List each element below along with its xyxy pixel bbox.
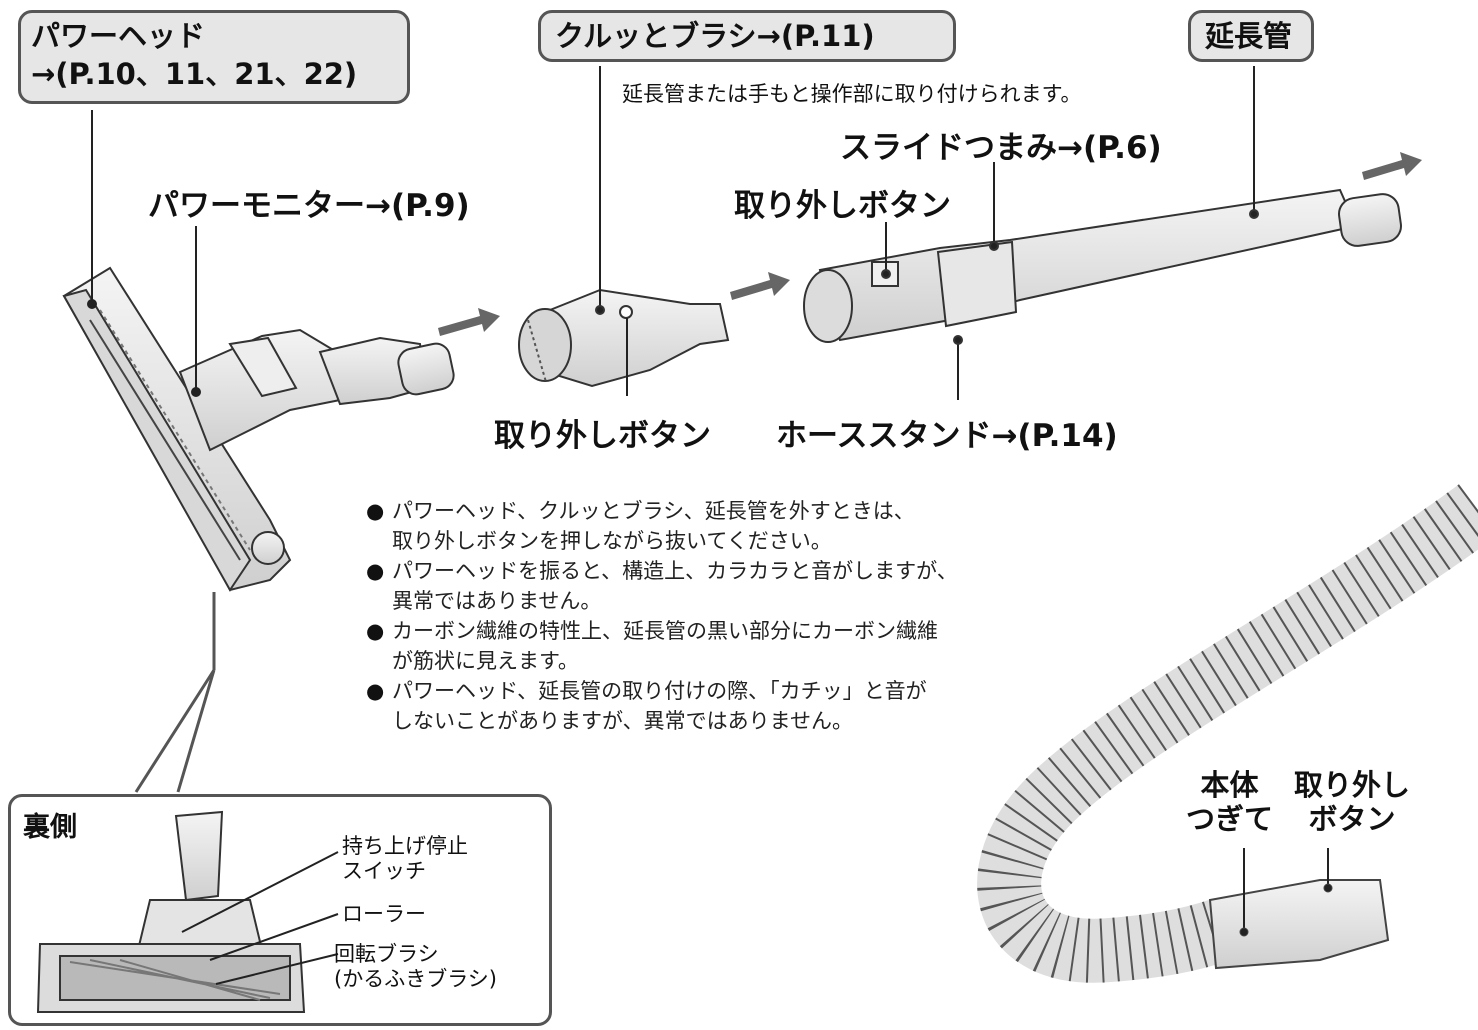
note-item: ● パワーヘッド、クルッとブラシ、延長管を外すときは、 取り外しボタンを押しなが… [366,499,915,553]
pipe-release-button-label: 取り外しボタン [734,188,951,224]
kurutto-brush-label: クルッとブラシ→(P.11) [555,19,875,53]
inset-title: 裏側 [23,812,77,843]
lift-stop-switch-label: 持ち上げ停止 スイッチ [342,834,468,883]
kurutto-brush-label-box: クルッとブラシ→(P.11) [538,10,956,62]
hose-illustration [977,484,1478,983]
attach-note: 延長管または手もと操作部に取り付けられます。 [622,82,1082,106]
power-head-label-box: パワーヘッド →(P.10、11、21、22) [18,10,410,104]
kurutto-brush-illustration [518,66,730,396]
power-head-label-line2: →(P.10、11、21、22) [31,57,358,91]
power-head-illustration [62,266,455,592]
rotary-brush-label: 回転ブラシ (かるふきブラシ) [334,942,497,991]
body-joint-label: 本体 つぎて [1186,768,1274,836]
underside-inset: 裏側 [8,794,552,1026]
extension-pipe-illustration [803,66,1402,400]
extension-pipe-label: 延長管 [1205,19,1293,53]
note-item: ● カーボン繊維の特性上、延長管の黒い部分にカーボン繊維 が筋状に見えます。 [366,619,938,673]
power-monitor-label: パワーモニター→(P.9) [148,188,470,224]
roller-label: ローラー [342,902,426,926]
underside-illustration [36,810,339,1013]
hose-release-button-label: 取り外し ボタン [1294,768,1411,836]
note-item: ● パワーヘッドを振ると、構造上、カラカラと音がしますが、 異常ではありません。 [366,559,958,613]
power-head-label-line1: パワーヘッド [31,19,206,53]
note-item: ● パワーヘッド、延長管の取り付けの際、「カチッ」と音が しないことがありますが… [366,679,927,733]
extension-pipe-label-box: 延長管 [1188,10,1314,62]
brush-release-button-label: 取り外しボタン [494,418,711,454]
hose-stand-label: ホーススタンド→(P.14) [776,418,1118,454]
slide-knob-label: スライドつまみ→(P.6) [840,130,1162,166]
usage-notes: ● パワーヘッド、クルッとブラシ、延長管を外すときは、 取り外しボタンを押しなが… [366,496,1086,736]
